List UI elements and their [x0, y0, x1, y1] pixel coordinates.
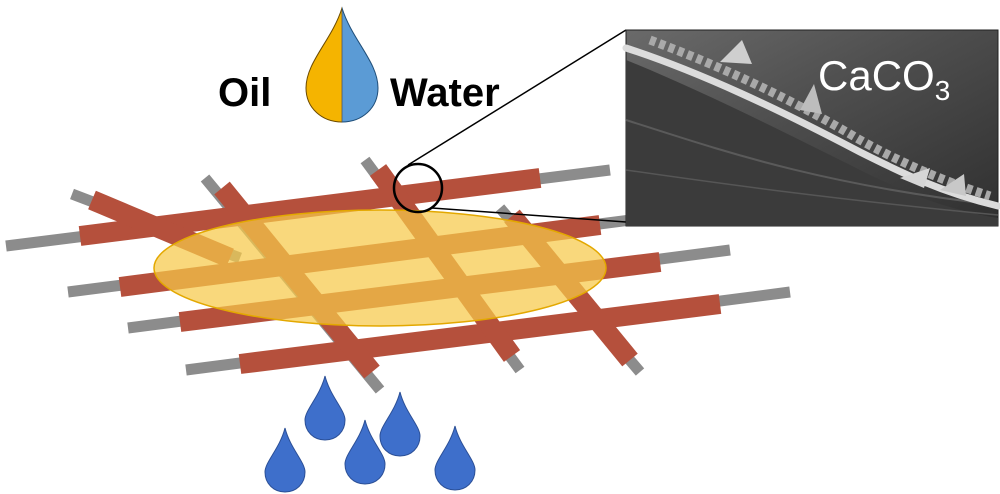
coating-label-subscript: 3: [935, 75, 951, 106]
oil-water-drop-icon: [305, 6, 379, 123]
water-droplet-icon: [434, 425, 476, 491]
water-droplets: [264, 375, 476, 493]
coating-label: CaCO3: [818, 52, 950, 106]
water-droplet-icon: [379, 391, 421, 457]
magnifier-circle-icon: [392, 162, 444, 214]
water-label: Water: [390, 71, 500, 115]
coating-label-base: CaCO: [818, 52, 935, 99]
sem-inset-image: [622, 29, 1000, 227]
water-droplet-icon: [304, 375, 346, 441]
callout-line-top: [407, 29, 627, 166]
oil-label: Oil: [218, 71, 271, 115]
water-droplet-icon: [344, 419, 386, 485]
callout-line-bottom: [431, 207, 627, 223]
oil-film: [153, 209, 607, 327]
water-droplet-icon: [264, 427, 306, 493]
